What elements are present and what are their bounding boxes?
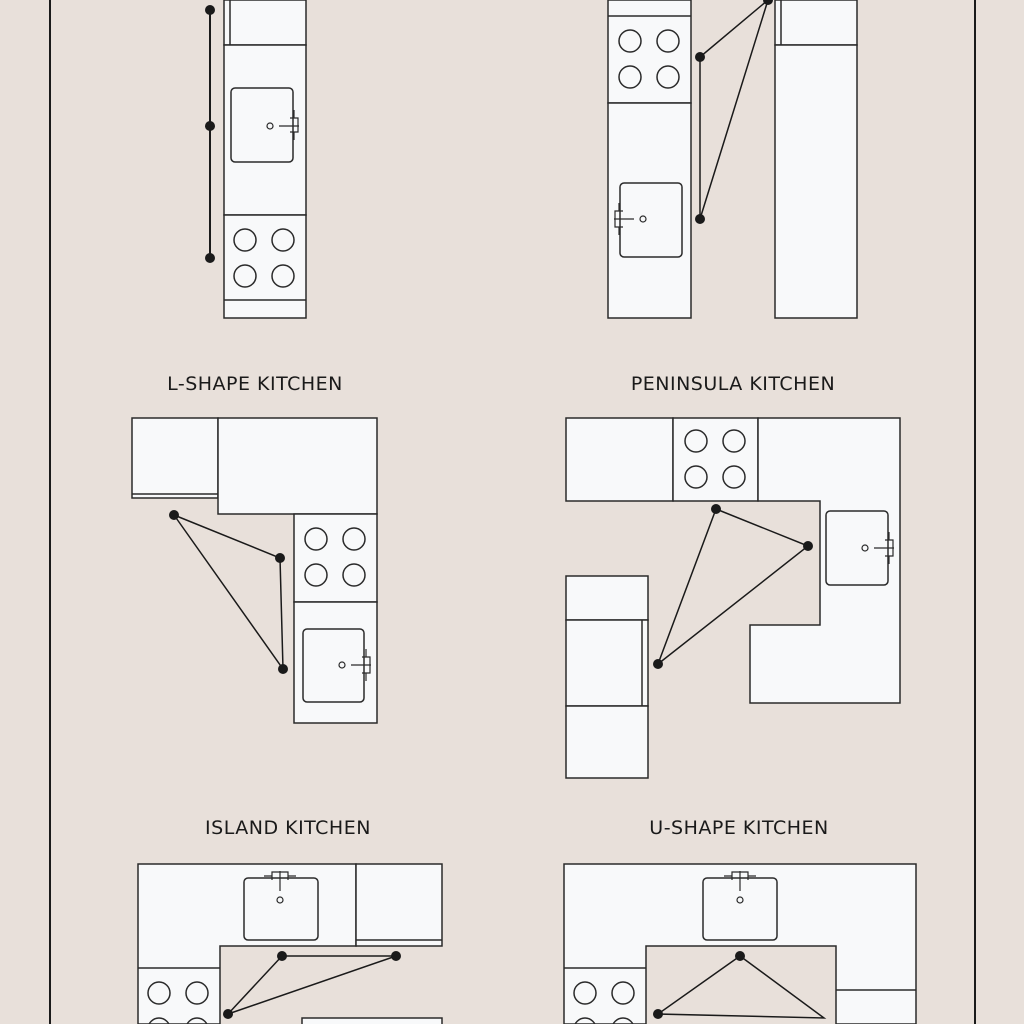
galley-plan xyxy=(607,0,858,319)
l-shape-title: L-SHAPE KITCHEN xyxy=(167,373,343,395)
sink-icon xyxy=(230,87,294,163)
peninsula-plan xyxy=(565,417,901,779)
counter xyxy=(223,0,307,46)
single-wall-plan xyxy=(205,0,307,319)
peninsula-title: PENINSULA KITCHEN xyxy=(630,373,836,395)
sink-icon xyxy=(243,877,319,941)
sink-icon xyxy=(619,182,683,258)
stove-counter xyxy=(223,214,307,319)
u-shape-title: U-SHAPE KITCHEN xyxy=(649,817,829,839)
island-title: ISLAND KITCHEN xyxy=(205,817,371,839)
l-shape-plan xyxy=(131,417,378,724)
island-plan xyxy=(137,863,443,1024)
u-shape-plan xyxy=(563,863,917,1024)
